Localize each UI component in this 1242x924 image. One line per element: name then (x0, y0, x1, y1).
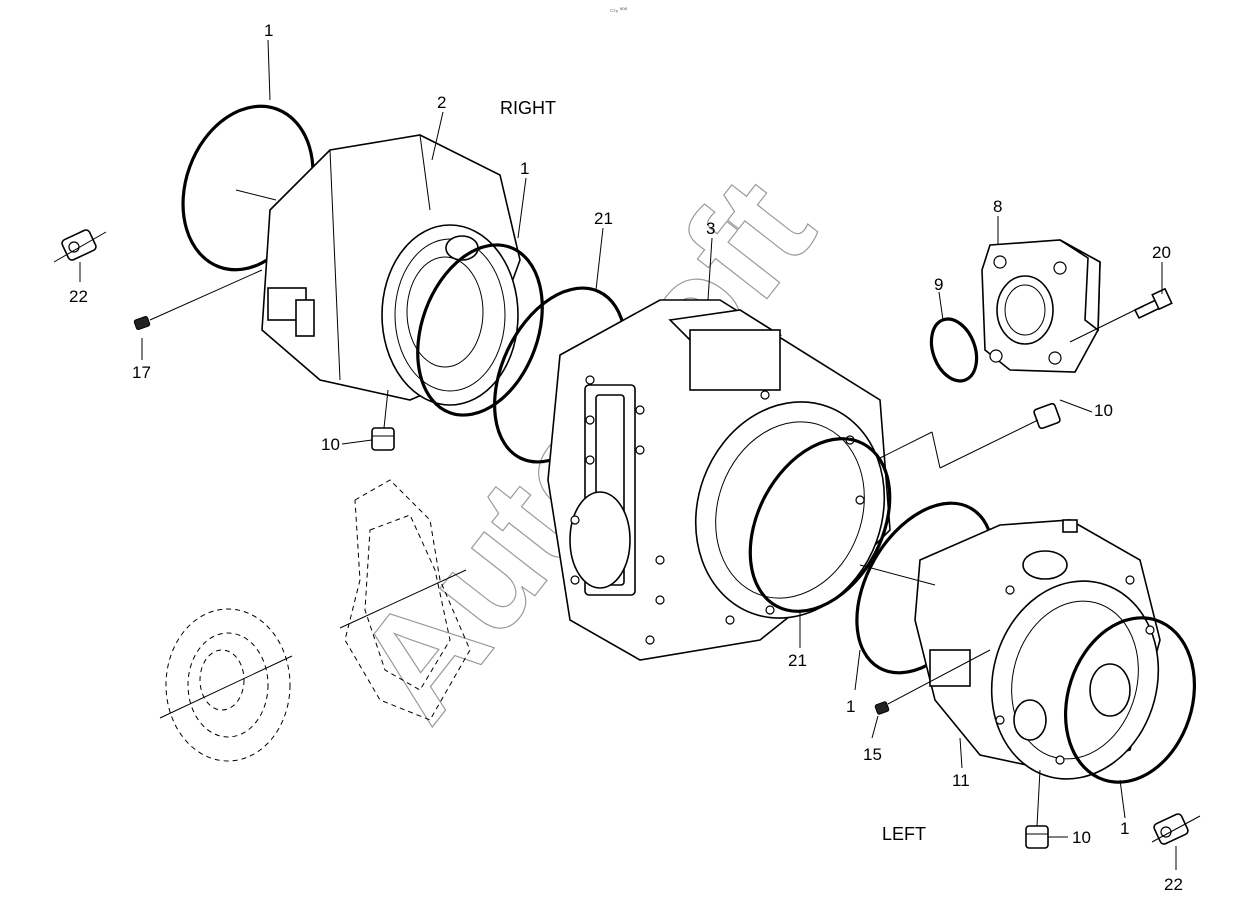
callout-22-right: 22 (1164, 875, 1183, 894)
cover-8 (981, 239, 1101, 373)
callout-15: 15 (863, 745, 882, 764)
label-right-side: RIGHT (500, 98, 556, 118)
plug-15 (874, 701, 890, 715)
callout-17: 17 (132, 363, 151, 382)
plug-17 (133, 315, 151, 331)
callout-8: 8 (993, 197, 1002, 216)
plug-22-left (53, 229, 107, 263)
hub-11 (914, 519, 1161, 780)
label-left-side: LEFT (882, 824, 926, 844)
callout-1-top: 1 (264, 21, 273, 40)
callout-3: 3 (706, 219, 715, 238)
callout-1-mid: 1 (520, 159, 529, 178)
o-ring-1-mid (416, 243, 544, 417)
callout-10-left: 10 (321, 435, 340, 454)
callout-11: 11 (952, 771, 970, 790)
callout-20: 20 (1152, 243, 1171, 262)
dashed-ghost-parts (159, 479, 471, 762)
plug-10-right (1033, 402, 1061, 430)
callout-2: 2 (437, 93, 446, 112)
callout-21-top: 21 (594, 209, 613, 228)
o-ring-9 (929, 317, 979, 383)
header-mark: ▭₀ ⁰⁰⁰ (610, 7, 628, 14)
callout-21-bottom: 21 (788, 651, 807, 670)
callout-1-right: 1 (1120, 819, 1129, 838)
o-ring-1-right (1063, 616, 1197, 784)
plug-10-left (371, 427, 395, 451)
plug-22-right (1151, 813, 1201, 845)
leader-lines (79, 39, 1177, 870)
callout-10-right: 10 (1094, 401, 1113, 420)
plug-10-bottom (1025, 825, 1049, 849)
o-ring-21-bottom (748, 437, 892, 613)
callout-9: 9 (934, 275, 943, 294)
callout-1-lower: 1 (846, 697, 855, 716)
axle-housing-3 (547, 299, 891, 661)
bolt-20 (1133, 287, 1173, 320)
callout-10-bottom: 10 (1072, 828, 1091, 847)
callout-22-left: 22 (69, 287, 88, 306)
hub-2 (261, 134, 521, 406)
